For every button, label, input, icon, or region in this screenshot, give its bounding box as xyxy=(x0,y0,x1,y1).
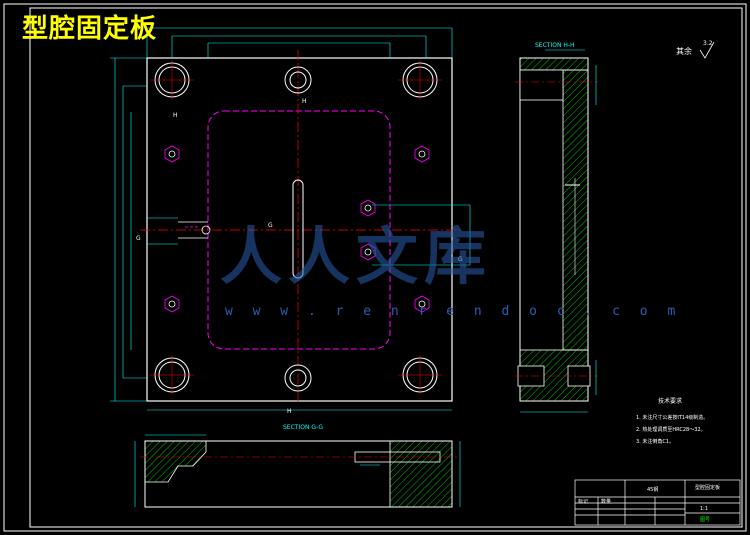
cut-mark-g-center: G xyxy=(268,222,273,229)
cut-mark-g-right: G xyxy=(458,256,463,263)
hh-hatch-top xyxy=(519,57,589,71)
title-block-grid xyxy=(574,479,741,526)
hh-hatch-main xyxy=(562,69,589,351)
tech-requirement-1: 1. 未注尺寸公差按IT14级制造。 xyxy=(636,415,709,421)
title-block-scale: 1:1 xyxy=(700,506,709,512)
section-gg-label: SECTION G-G xyxy=(283,424,324,431)
dimension-lines xyxy=(110,27,471,411)
title-block-drawing: 图号 xyxy=(700,517,711,523)
cut-mark-h-left: H xyxy=(173,112,178,119)
section-hh-label: SECTION H-H xyxy=(535,42,575,49)
roughness-symbol xyxy=(699,41,715,59)
tech-requirements-heading: 技术要求 xyxy=(658,398,683,405)
center-slot xyxy=(292,179,304,279)
section-gg-view xyxy=(134,434,461,508)
hole-center-marks xyxy=(150,60,442,395)
cut-mark-g-left: G xyxy=(136,235,141,242)
title-block-material: 45钢 xyxy=(647,487,659,493)
center-lines xyxy=(140,50,460,405)
tech-requirement-2: 2. 热处理调质至HRC28～32。 xyxy=(636,427,706,433)
watermark-url: w w w . r e n r e n d o c . c o m xyxy=(225,304,682,319)
section-hh-view xyxy=(515,49,598,413)
roughness-prefix: 其余 xyxy=(676,47,692,56)
drawing-title: 型腔固定板 xyxy=(22,14,158,44)
roughness-value: 3.2 xyxy=(703,40,713,47)
screw-holes xyxy=(164,145,430,313)
plan-view xyxy=(110,27,471,411)
watermark-logo: 人人文库 xyxy=(220,220,493,293)
side-port xyxy=(178,221,211,239)
title-block-part-name: 型腔固定板 xyxy=(695,485,721,491)
title-block-mark: 标记 xyxy=(578,499,589,505)
inner-frame xyxy=(29,7,743,528)
gg-hatch-left xyxy=(144,440,207,483)
gg-hatch-right xyxy=(389,440,453,508)
outer-frame xyxy=(3,3,747,532)
title-block-count: 数量 xyxy=(601,499,612,505)
cavity-outline xyxy=(207,110,391,350)
tech-requirement-3: 3. 未注倒角C1。 xyxy=(636,439,675,445)
cut-mark-h-top: H xyxy=(302,98,307,105)
plate-outline xyxy=(146,57,453,402)
cut-mark-h-bottom: H xyxy=(287,408,292,415)
